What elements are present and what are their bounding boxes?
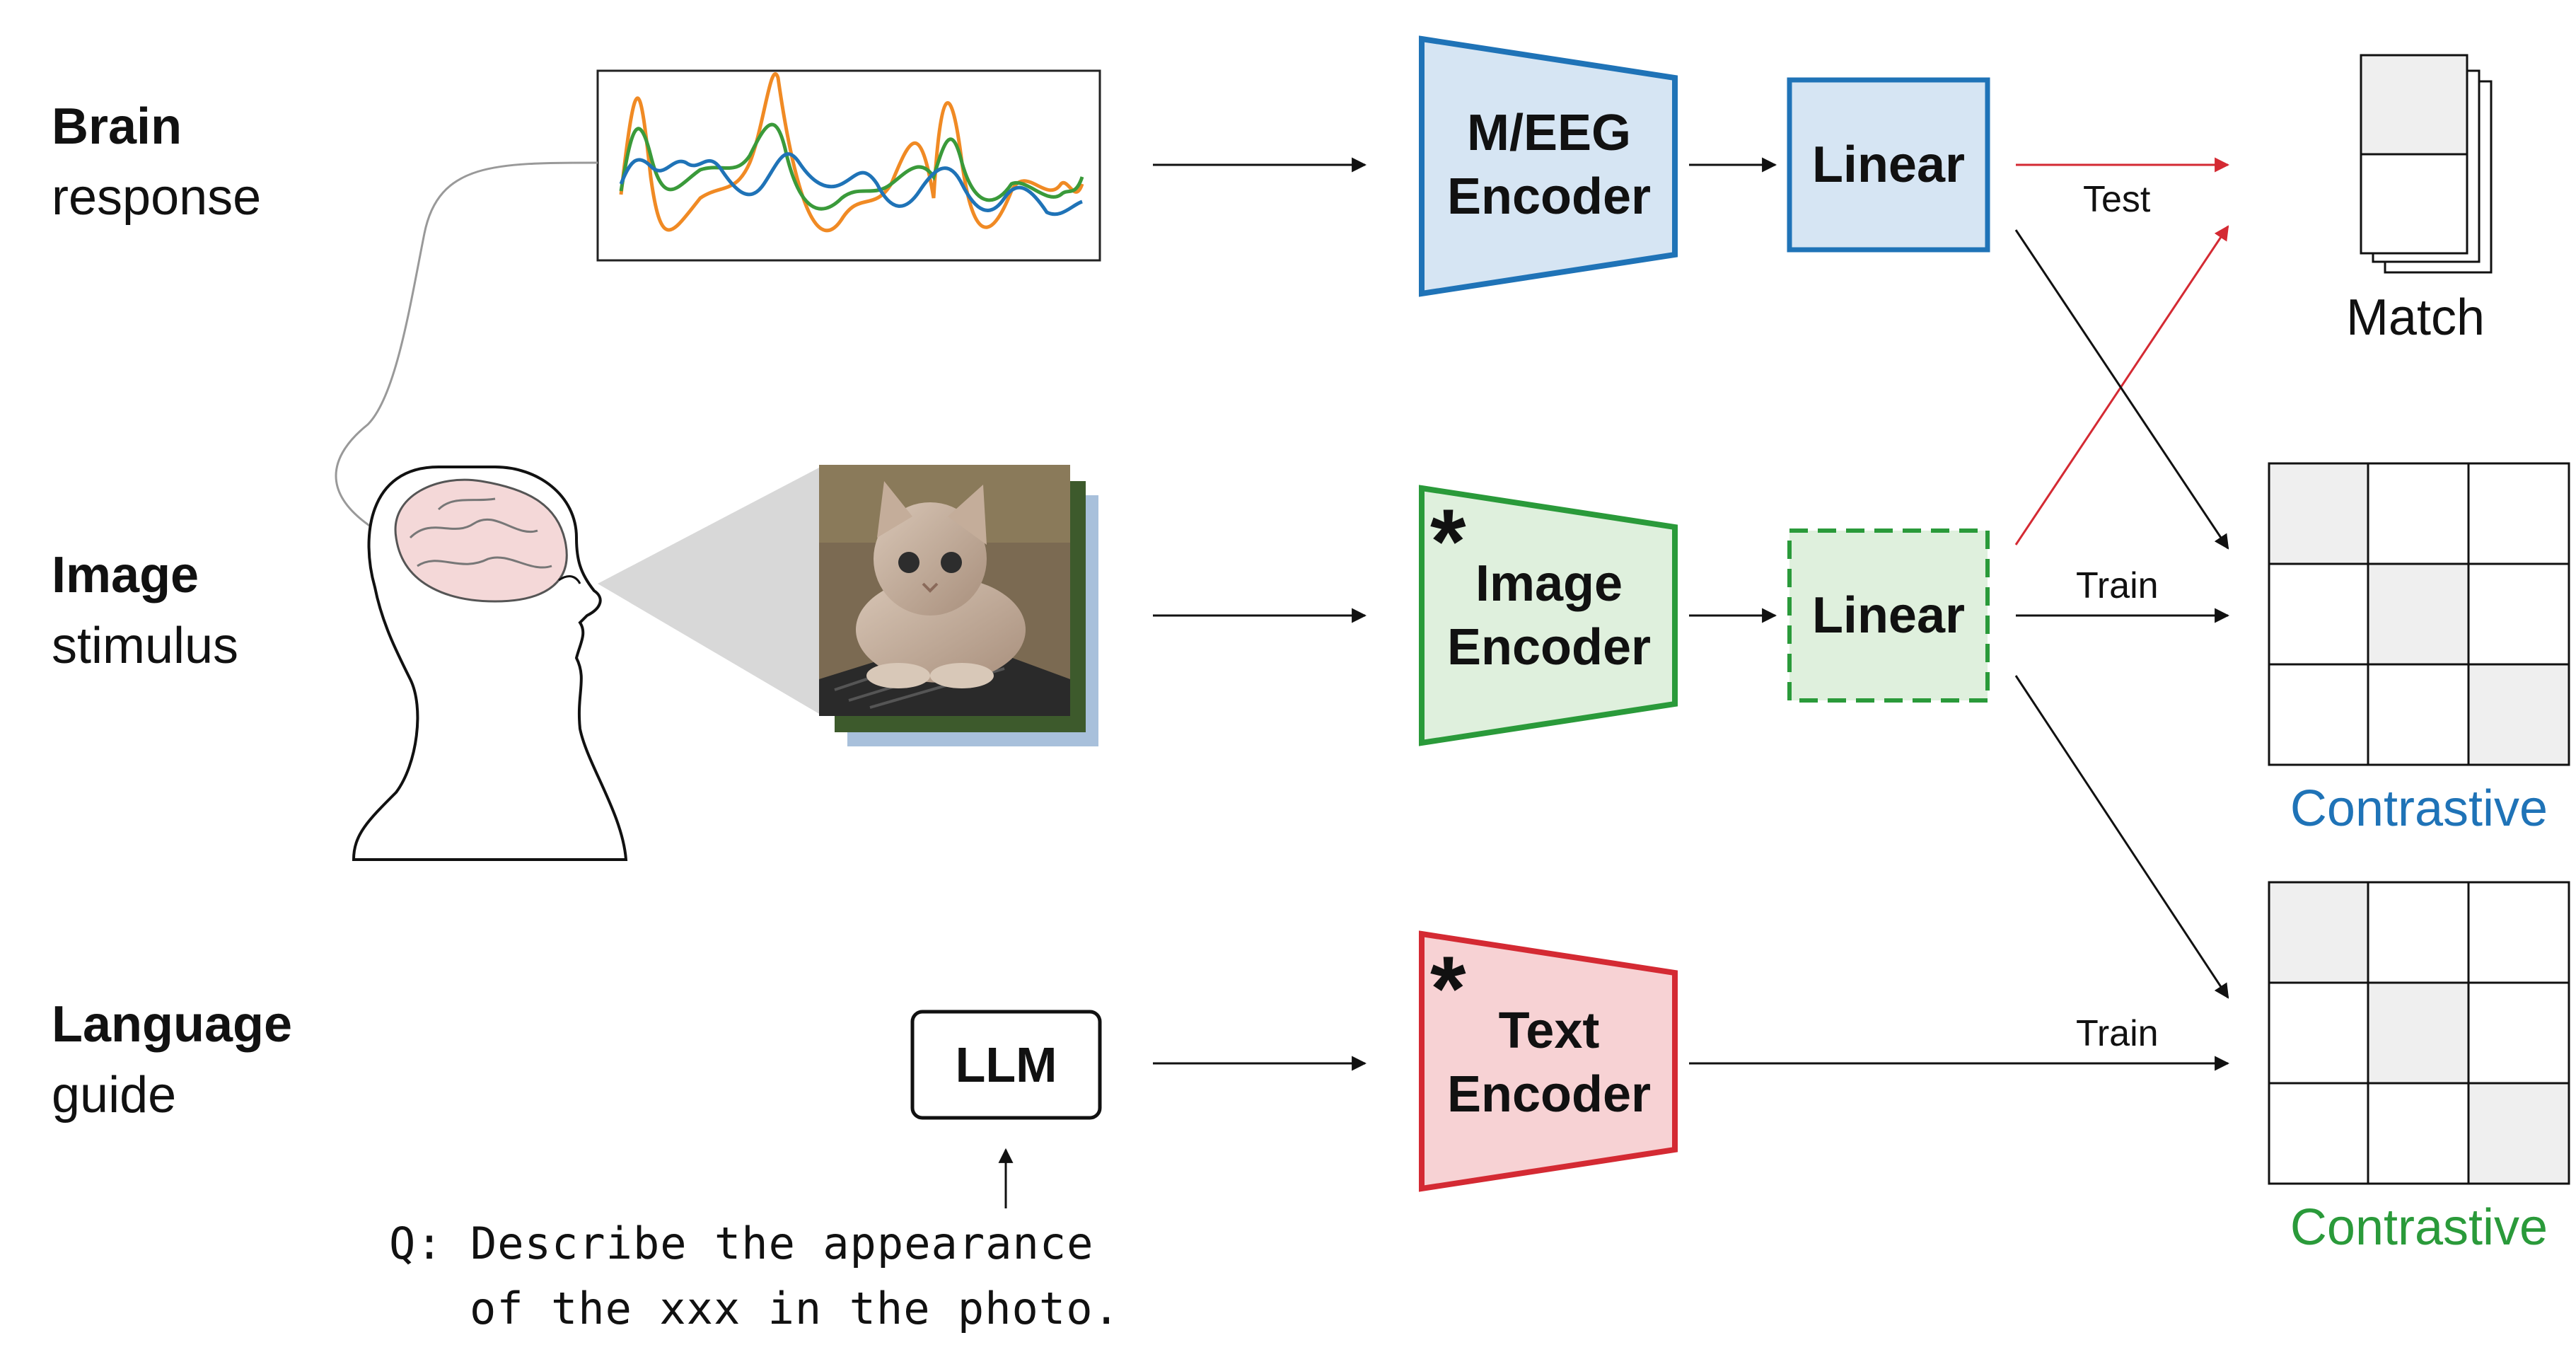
meeg-encoder-line1: M/EEG: [1466, 105, 1632, 161]
edge-label-train-text: Train: [2076, 1013, 2159, 1054]
image-linear-to-text-contrastive-arrow: [2014, 675, 2229, 999]
image-encoder-line2: Encoder: [1446, 619, 1652, 676]
eeg-signal-plot: [596, 69, 1101, 262]
contrastive-grid-brain: [2268, 462, 2570, 766]
image-encoder-label: Image Encoder: [1408, 552, 1690, 679]
image-linear-to-match-arrow: [2014, 225, 2229, 545]
contrastive-label-brain: Contrastive: [2290, 780, 2548, 837]
text-encoder-line1: Text: [1498, 1003, 1600, 1059]
text-encoder-trainable-marker: *: [1430, 937, 1466, 1040]
match-label: Match: [2345, 289, 2485, 346]
image-encoder-line1: Image: [1475, 555, 1623, 612]
contrastive-grid-text: [2268, 881, 2570, 1185]
image-encoder-trainable-marker: *: [1430, 490, 1466, 593]
signal-blue: [619, 152, 1083, 216]
gaze-cone: [598, 467, 820, 715]
text-encoder-shape: [1419, 930, 1678, 1192]
linear-label-image: Linear: [1811, 587, 1966, 644]
text-encoder-label: Text Encoder: [1408, 999, 1690, 1126]
llm-label: LLM: [955, 1037, 1057, 1092]
row-title-brain: Brain: [52, 98, 182, 155]
linear-box-brain: [1787, 77, 1990, 253]
row-title-image: Image: [52, 547, 199, 603]
image-stack: [819, 465, 1098, 746]
kitten: [874, 502, 987, 616]
signal-to-brain-connector: [335, 161, 598, 539]
linear-box-image: [1787, 528, 1990, 703]
question-line-1: Q: Describe the appearance: [389, 1218, 1094, 1269]
edge-label-train-image: Train: [2076, 565, 2159, 606]
question-line-2: of the xxx in the photo.: [470, 1283, 1120, 1334]
brain-icon: [394, 478, 568, 603]
row-subtitle-brain: response: [52, 169, 262, 226]
meeg-encoder-label: M/EEG Encoder: [1408, 101, 1690, 229]
edge-label-test: Test: [2083, 179, 2151, 220]
row-title-language: Language: [52, 996, 293, 1053]
linear-label-brain: Linear: [1811, 137, 1966, 193]
row-subtitle-image: stimulus: [52, 618, 239, 674]
signal-green: [619, 122, 1084, 211]
signal-orange: [619, 72, 1084, 233]
meeg-encoder-shape: [1419, 35, 1678, 297]
image-encoder-shape: [1419, 485, 1678, 746]
llm-box: [910, 1010, 1102, 1120]
contrastive-label-text: Contrastive: [2290, 1199, 2548, 1256]
row-subtitle-language: guide: [52, 1067, 177, 1123]
head-silhouette: [352, 466, 628, 861]
text-encoder-line2: Encoder: [1446, 1066, 1652, 1123]
match-stack: [2360, 54, 2493, 274]
meeg-encoder-line2: Encoder: [1446, 168, 1652, 225]
brain-linear-to-contrastive-arrow: [2014, 229, 2229, 550]
